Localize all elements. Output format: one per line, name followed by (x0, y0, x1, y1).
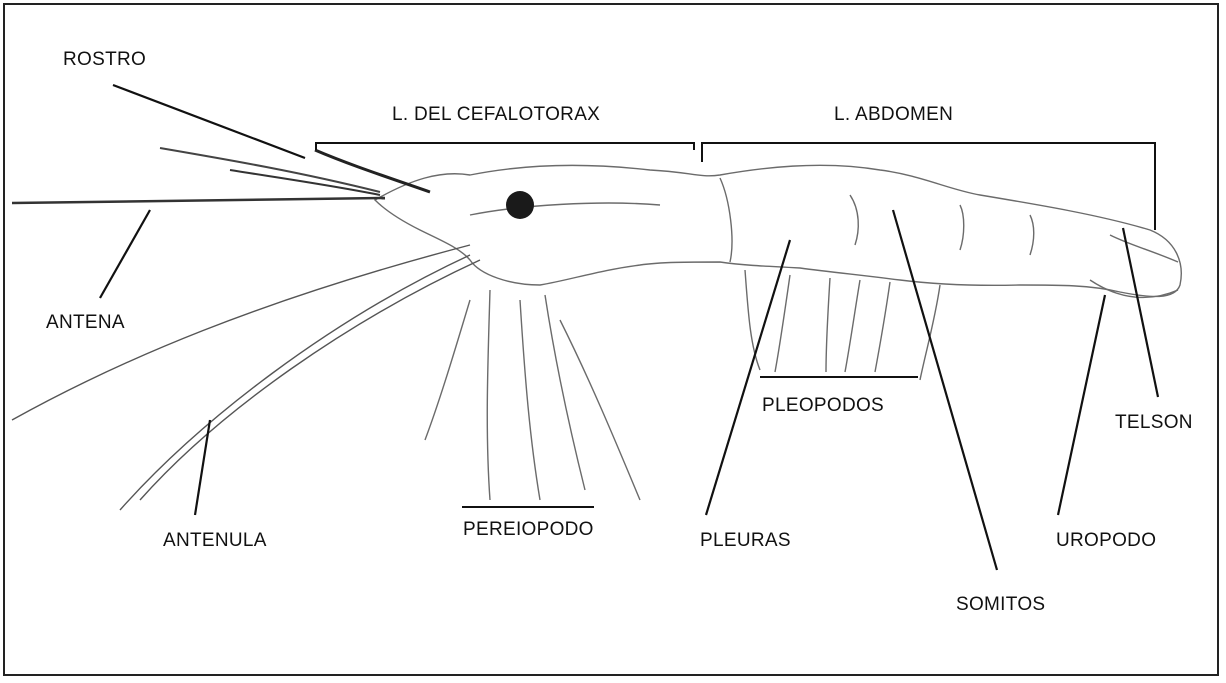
leader-lines (100, 85, 1158, 570)
label-pereiopodo: PEREIOPODO (463, 519, 594, 541)
rostro-leader (113, 85, 305, 158)
label-pleuras: PLEURAS (700, 530, 791, 552)
label-telson: TELSON (1115, 412, 1193, 434)
uropodo-leader (1058, 295, 1105, 515)
label-cefalotorax: L. DEL CEFALOTORAX (392, 104, 600, 126)
label-pleopodos: PLEOPODOS (762, 395, 884, 417)
label-somitos: SOMITOS (956, 594, 1045, 616)
label-antena: ANTENA (46, 312, 125, 334)
abdomen-bracket (702, 143, 1155, 230)
antena-leader (100, 210, 150, 298)
cefalotorax-bracket (316, 143, 694, 150)
shrimp-illustration (12, 148, 1181, 510)
bracket-lines (316, 143, 1155, 507)
label-abdomen: L. ABDOMEN (834, 104, 953, 126)
somitos-leader (893, 210, 997, 570)
eye-icon (506, 191, 534, 219)
label-uropodo: UROPODO (1056, 530, 1156, 552)
telson-leader (1123, 228, 1158, 397)
label-antenula: ANTENULA (163, 530, 267, 552)
label-rostro: ROSTRO (63, 49, 146, 71)
